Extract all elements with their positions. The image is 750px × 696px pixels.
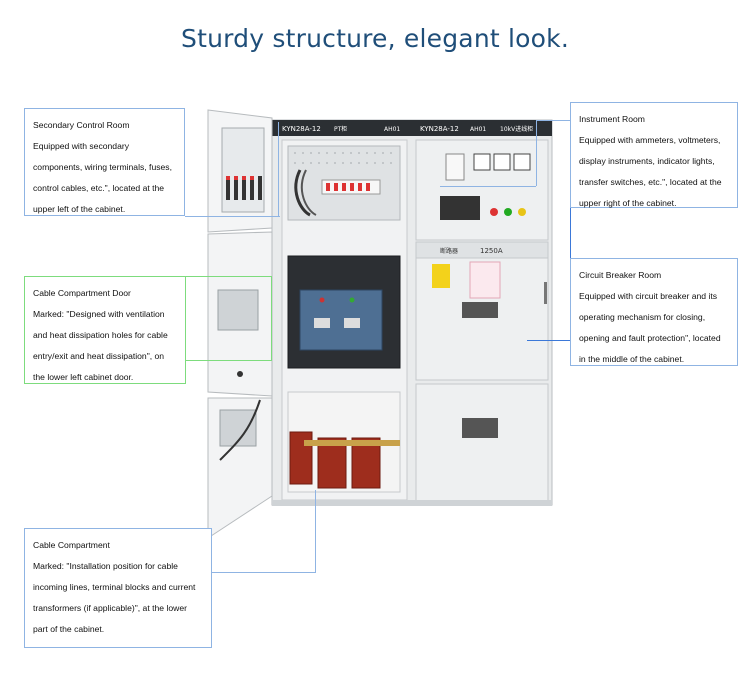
left-code-label: AH01 <box>384 126 400 133</box>
instrument-connector-top <box>536 120 571 121</box>
instrument-connector-bottom <box>440 186 536 187</box>
right-model-label: KYN28A-12 <box>420 125 459 133</box>
callout-circuit-breaker-room: Circuit Breaker Room Equipped with circu… <box>570 258 738 366</box>
callout-body: Equipped with circuit breaker and its op… <box>579 291 721 364</box>
cable-compartment-connector-vertical <box>315 490 316 572</box>
secondary-connector-vertical <box>278 122 279 217</box>
instrument-connector-vertical <box>536 120 537 186</box>
callout-title: Cable Compartment Door <box>33 288 131 298</box>
callout-body: Marked: "Installation position for cable… <box>33 561 196 634</box>
breaker-connector-horizontal <box>527 340 571 341</box>
secondary-connector-line <box>185 216 280 217</box>
right-chinese-tag: 10kV进线柜 <box>500 125 533 133</box>
left-model-label: KYN28A-12 <box>282 125 321 133</box>
cable-door-connector-bottom <box>186 360 272 361</box>
cable-door-connector-top <box>186 276 272 277</box>
headline: Sturdy structure, elegant look. <box>181 24 569 53</box>
callout-body: Equipped with secondary components, wiri… <box>33 141 172 214</box>
left-chinese-tag: PT柜 <box>334 125 347 133</box>
cable-compartment-connector <box>212 572 316 573</box>
callout-instrument-room: Instrument Room Equipped with ammeters, … <box>570 102 738 208</box>
cable-door-connector-vertical <box>271 276 272 360</box>
callout-title: Instrument Room <box>579 114 645 124</box>
callout-title: Cable Compartment <box>33 540 110 550</box>
callout-body: Marked: "Designed with ventilation and h… <box>33 309 168 382</box>
mid-tag-2: 1250A <box>480 247 503 255</box>
callout-body: Equipped with ammeters, voltmeters, disp… <box>579 135 722 208</box>
callout-title: Circuit Breaker Room <box>579 270 662 280</box>
mid-tag-1: 断路器 <box>440 247 458 255</box>
callout-secondary-control-room: Secondary Control Room Equipped with sec… <box>24 108 185 216</box>
right-code-label: AH01 <box>470 126 486 133</box>
callout-cable-compartment-door: Cable Compartment Door Marked: "Designed… <box>24 276 186 384</box>
callout-title: Secondary Control Room <box>33 120 130 130</box>
callout-cable-compartment: Cable Compartment Marked: "Installation … <box>24 528 212 648</box>
